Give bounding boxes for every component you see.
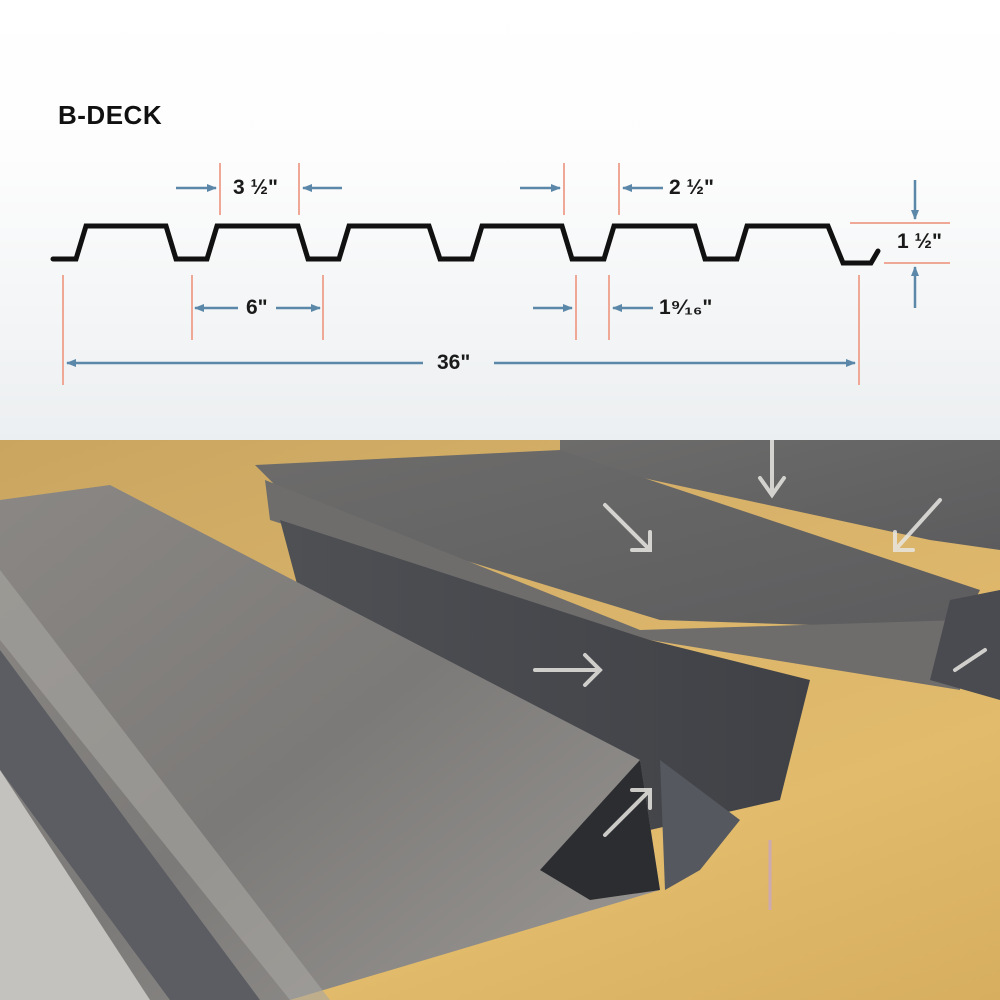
label-top-rib-width: 3 ½"	[233, 176, 278, 199]
label-coverage-width: 36"	[437, 351, 471, 374]
deck-photo	[0, 440, 1000, 1000]
extension-lines	[62, 163, 950, 385]
steel-deck-illustration	[0, 440, 1000, 1000]
b-deck-diagram: B-DECK	[0, 0, 1000, 440]
deck-profile-line	[50, 223, 881, 266]
diagram-title: B-DECK	[58, 100, 163, 130]
label-rib-opening: 2 ½"	[669, 176, 714, 199]
label-depth: 1 ½"	[897, 230, 942, 253]
profile-drawing	[50, 163, 950, 385]
label-rib-pitch: 6"	[246, 296, 268, 319]
label-bottom-flange: 1⁹⁄₁₆"	[659, 296, 713, 319]
